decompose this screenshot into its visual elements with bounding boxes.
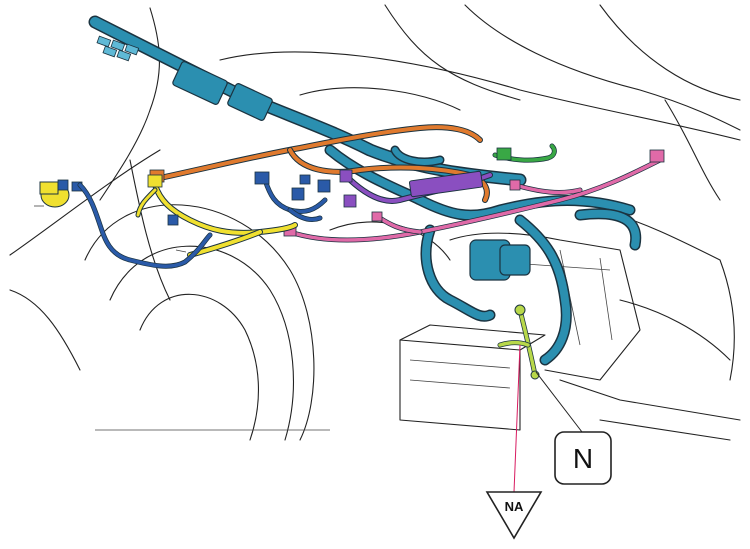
ground-marker-na: NA [485,491,543,540]
leader-lines [513,344,583,493]
cowl-wire [149,124,490,203]
callout-n-label: N [573,443,593,474]
relay-block [96,35,140,62]
callout-n: N [554,431,612,485]
purple-wire [339,169,493,208]
green-wire [492,143,557,163]
ground-marker-na-label: NA [505,499,524,514]
callout-box-icon [554,431,612,485]
ground-triangle-icon [485,491,543,540]
dark-blue-wire [77,171,331,269]
fender-wire [34,174,298,258]
floor-wire [283,149,665,243]
